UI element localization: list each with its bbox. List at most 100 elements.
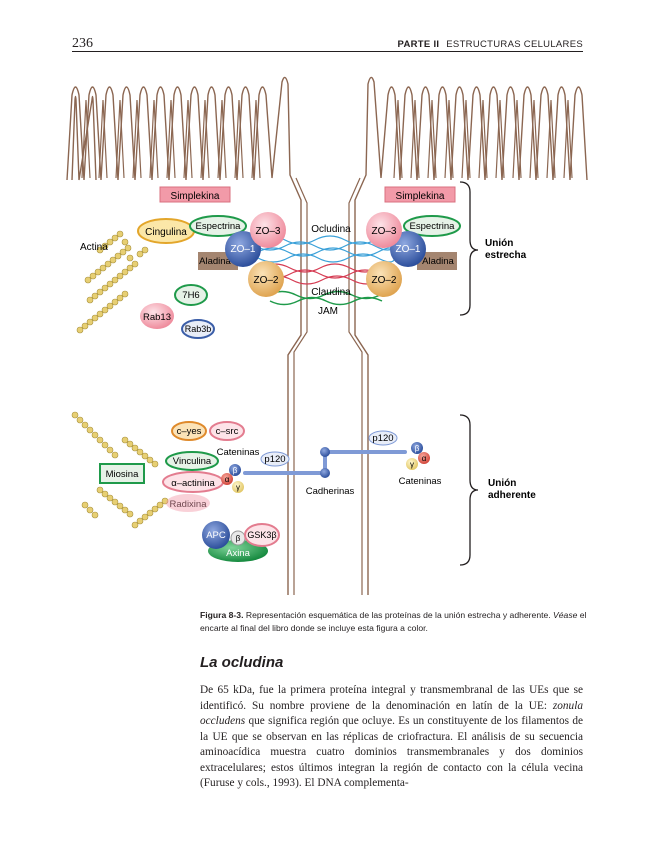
radixina-shape: [166, 494, 210, 512]
zo2-left-shape: [248, 261, 284, 297]
p120-right-label: p120: [372, 433, 393, 444]
caption-text-2: el encarte al final del libro donde se i…: [200, 610, 587, 633]
header-rule: [72, 51, 583, 52]
vinculina-shape: [165, 451, 219, 471]
c-yes-label: c–yes: [177, 426, 202, 437]
simplekina-right-label: Simplekina: [396, 191, 445, 202]
c-src-shape: [209, 421, 245, 441]
cateninas-left-label: Cateninas: [217, 447, 260, 458]
section-heading: La ocludina: [200, 654, 284, 671]
beta-left-label: β: [233, 466, 238, 475]
p120-left-label: p120: [264, 454, 285, 465]
body-part-2: que significa región que ocluye. Es un c…: [200, 715, 583, 789]
beta-catenin-right: [411, 442, 423, 454]
simplekina-right: [384, 186, 456, 203]
zo2-right-shape: [366, 261, 402, 297]
beta-catenin-left: [229, 464, 241, 476]
inner-membrane-lines: [81, 99, 573, 595]
zo3-left-shape: [250, 212, 286, 248]
alfa-actinina-label: α–actinina: [171, 478, 215, 489]
apc-shape: [202, 521, 230, 549]
aladina-right-shape: [417, 252, 457, 270]
alpha-right-label: α: [422, 454, 427, 463]
cingulina-label: Cingulina: [145, 227, 187, 238]
simplekina-left: [159, 186, 231, 203]
espectrina-left-shape: [189, 215, 247, 237]
right-microvilli-membrane: [354, 76, 588, 595]
zo2-left-label: ZO–2: [253, 275, 278, 286]
part-title: ESTRUCTURAS CELULARES: [446, 39, 583, 50]
union-estrecha-label-1: Unión: [485, 238, 513, 249]
apc-label: APC: [206, 530, 226, 541]
union-adherente-bracket: [459, 414, 479, 566]
zo3-right-label: ZO–3: [371, 226, 396, 237]
union-estrecha-bracket: [459, 181, 479, 316]
h7-label: 7H6: [182, 290, 199, 301]
h7-shape: [174, 284, 208, 306]
body-part-1: De 65 kDa, fue la primera proteína integ…: [200, 684, 583, 712]
gamma-left-label: γ: [236, 483, 240, 492]
caption-text-1: Representación esquemática de las proteí…: [243, 610, 554, 620]
cadherinas-label: Cadherinas: [306, 486, 355, 497]
p120-right-shape: [368, 430, 398, 446]
claudina-label: Claudina: [311, 287, 351, 298]
jam-label: JAM: [318, 306, 338, 317]
zo1-right-label: ZO–1: [395, 244, 420, 255]
zo1-left-label: ZO–1: [230, 244, 255, 255]
espectrina-right-label: Espectrina: [410, 221, 456, 232]
aladina-left-label: Aladina: [199, 256, 231, 267]
part-label: PARTE II: [397, 39, 440, 50]
zo3-right-shape: [366, 212, 402, 248]
beta-axina-label: β: [236, 534, 241, 543]
rab3b-shape: [181, 319, 215, 339]
miosina-label: Miosina: [106, 469, 139, 480]
union-adherente-label-2: adherente: [488, 490, 536, 501]
zo3-left-label: ZO–3: [255, 226, 280, 237]
gamma-catenin-right: [406, 458, 418, 470]
gsk3b-shape: [244, 523, 280, 547]
zo2-right-label: ZO–2: [371, 275, 396, 286]
ocludina-strands: [254, 235, 396, 263]
c-src-label: c–src: [216, 426, 239, 437]
cadherin-node-1: [320, 447, 330, 457]
rab13-label: Rab13: [143, 312, 171, 323]
alpha-catenin-right: [418, 452, 430, 464]
zo1-left-shape: [225, 231, 261, 267]
actina-label: Actina: [80, 242, 108, 253]
simplekina-left-label: Simplekina: [171, 191, 220, 202]
beta-right-label: β: [415, 444, 420, 453]
zo1-right-shape: [390, 231, 426, 267]
miosina-shape: [99, 463, 145, 484]
alpha-catenin-left: [221, 473, 233, 485]
gsk3b-label: GSK3β: [247, 530, 276, 540]
c-yes-shape: [171, 421, 207, 441]
espectrina-left-label: Espectrina: [196, 221, 242, 232]
aladina-right-label: Aladina: [422, 256, 454, 267]
actin-filaments: [71, 230, 169, 529]
espectrina-right-shape: [403, 215, 461, 237]
vinculina-label: Vinculina: [173, 456, 212, 467]
body-paragraph: De 65 kDa, fue la primera proteína integ…: [200, 683, 583, 792]
jam-strands: [267, 290, 383, 306]
cadherin-node-2: [320, 468, 330, 478]
union-estrecha-label-2: estrecha: [485, 250, 527, 261]
rab3b-label: Rab3b: [185, 324, 212, 334]
junction-figure: Simplekina Cingulina Espectrina Aladina …: [66, 76, 588, 595]
p120-left-shape: [260, 451, 290, 467]
running-head: PARTE II ESTRUCTURAS CELULARES: [398, 39, 583, 50]
radixina-label: Radixina: [170, 499, 208, 510]
rab13-shape: [140, 303, 174, 329]
caption-label: Figura 8-3.: [200, 610, 244, 620]
figure-caption: Figura 8-3. Representación esquemática d…: [200, 609, 590, 635]
gamma-catenin-left: [232, 481, 244, 493]
caption-vease: Véase: [553, 610, 578, 620]
body-italic-term: zonula occludens: [200, 699, 583, 728]
axina-label: Axina: [226, 548, 250, 559]
gamma-right-label: γ: [410, 460, 414, 469]
page-number: 236: [72, 36, 93, 51]
union-adherente-label-1: Unión: [488, 478, 516, 489]
cateninas-right-label: Cateninas: [399, 476, 442, 487]
alpha-left-label: α: [225, 475, 230, 484]
ocludina-label: Ocludina: [311, 224, 351, 235]
left-microvilli-membrane: [66, 76, 302, 595]
